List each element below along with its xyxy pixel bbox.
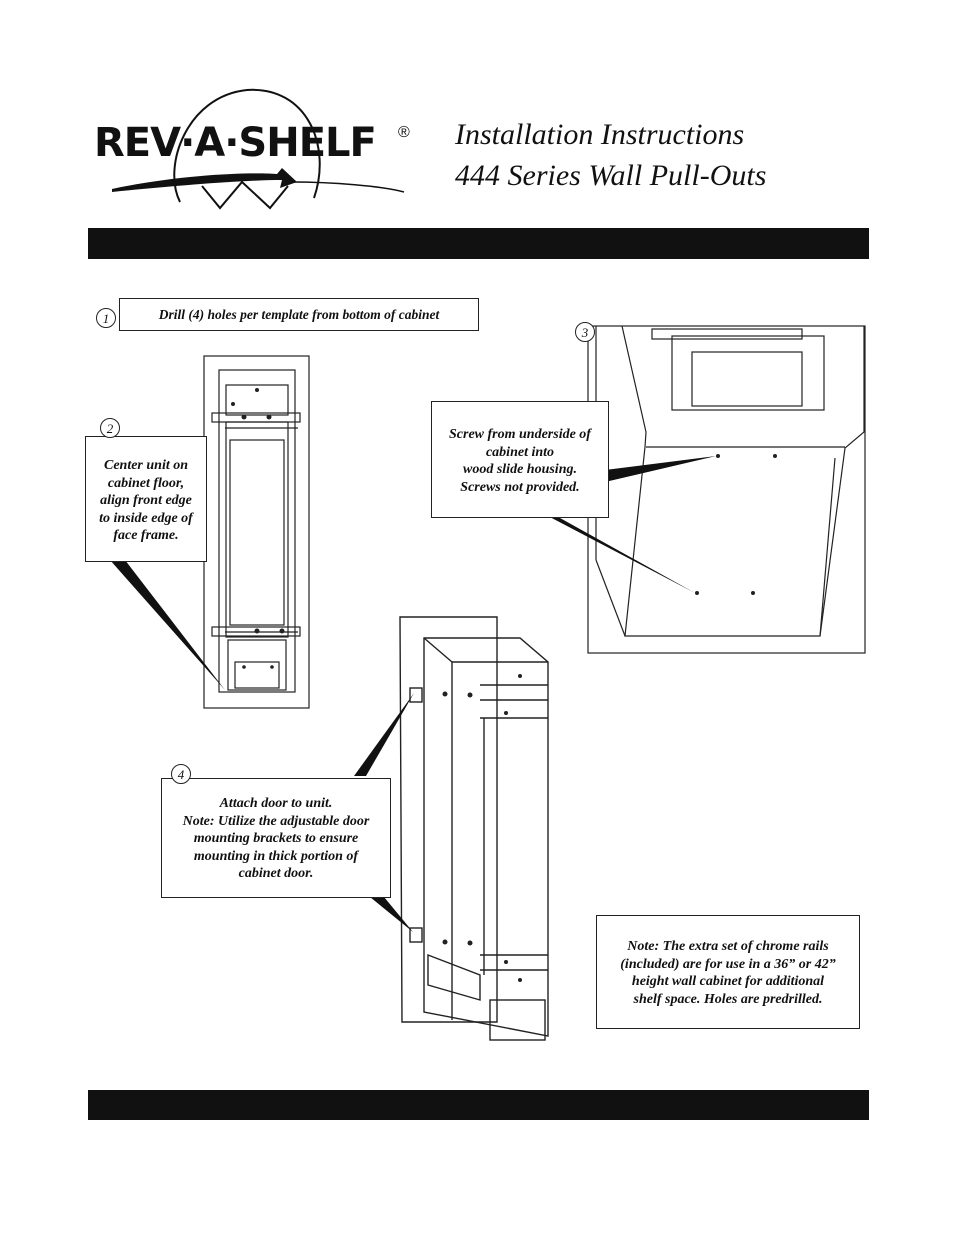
registered-mark: ® [398,124,410,141]
step-3-callout: Screw from underside of cabinet into woo… [431,401,609,518]
pull-out-unit [399,616,549,1041]
step-4-line: mounting brackets to ensure [193,831,359,846]
step-2-line: to inside edge of [99,510,193,526]
step-2-line: cabinet floor, [107,475,185,491]
step-2-line: Center unit on [103,458,189,473]
step-3-number: 3 [575,322,595,342]
step-4-line: Note: Utilize the adjustable door [182,813,370,829]
step-3-pointer-a [605,456,716,482]
step-2-line: align front edge [100,493,192,508]
step-2-pointer [110,560,225,690]
step-3-line: wood slide housing. [463,462,577,477]
title-line-2: 444 Series Wall Pull-Outs [455,159,767,192]
step-1-text: Drill (4) holes per template from bottom… [158,307,440,322]
step-3-line: cabinet into [485,444,555,460]
step-3-pointer-b [546,515,695,593]
note-line: height wall cabinet for additional [631,974,825,989]
brand-logo: REV·A·SHELF ® [92,86,422,216]
logo-arc-icon [112,88,405,210]
note-line: shelf space. Holes are predrilled. [633,991,823,1007]
step-4-line: cabinet door. [238,866,314,881]
step-1-number: 1 [96,308,116,328]
step-4-callout: Attach door to unit. Note: Utilize the a… [161,778,391,898]
step-3-line: Screws not provided. [460,479,580,495]
cabinet-underside-view [587,325,866,654]
step-4-pointer-b [370,897,413,932]
logo-wordmark: REV·A·SHELF [94,120,377,166]
step-2-callout: Center unit on cabinet floor, align fron… [85,436,207,562]
step-4-number: 4 [171,764,191,784]
cabinet-top-view [203,355,310,709]
step-4-line: Attach door to unit. [219,796,333,811]
footer-divider-bar [88,1090,869,1120]
note-line: (included) are for use in a 36” or 42” [620,956,836,972]
step-3-line: Screw from underside of [449,427,591,442]
step-4-pointer-a [354,693,414,776]
step-2-number: 2 [100,418,120,438]
note-line: Note: The extra set of chrome rails [627,939,829,954]
step-2-line: face frame. [113,528,179,543]
title-line-1: Installation Instructions [455,118,745,151]
step-4-line: mounting in thick portion of [193,848,359,864]
step-1-callout: Drill (4) holes per template from bottom… [119,298,479,331]
chrome-rails-note: Note: The extra set of chrome rails (inc… [596,915,860,1029]
header-divider-bar [88,228,869,259]
